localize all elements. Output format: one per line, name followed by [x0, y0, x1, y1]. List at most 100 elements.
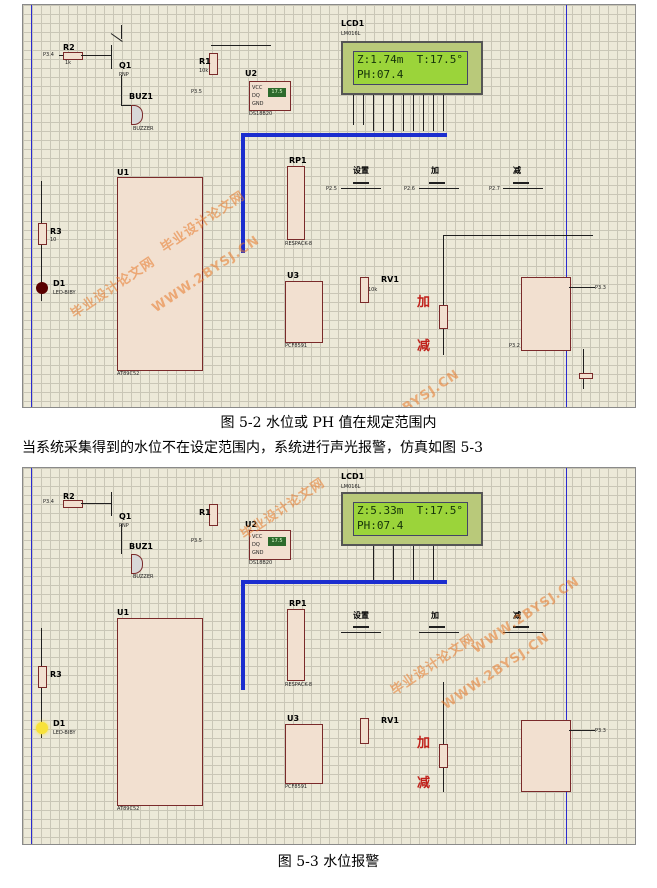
p33-label: P3.3 — [595, 728, 606, 734]
buzzer-label: BUZ1 — [129, 542, 153, 551]
wire — [383, 95, 384, 131]
p25-label: P2.5 — [326, 186, 337, 192]
u3-model: PCF8591 — [285, 784, 308, 790]
lcd-display: Z:5.33m T:17.5° PH:07.4 — [341, 492, 483, 546]
wire — [81, 55, 111, 56]
d1-label: D1 — [53, 719, 66, 728]
wire — [419, 188, 459, 189]
u3-label: U3 — [287, 271, 300, 280]
lcd-model: LM016L — [341, 31, 361, 37]
wire — [503, 632, 543, 633]
button-add-label: 加 — [431, 611, 439, 620]
led-d1-icon — [36, 722, 48, 734]
q1-base — [111, 45, 112, 69]
wire — [413, 95, 414, 131]
wire — [121, 25, 122, 39]
wire — [503, 188, 543, 189]
u1-label: U1 — [117, 608, 130, 617]
wire — [419, 632, 459, 633]
button-sub[interactable] — [513, 182, 529, 184]
u3-pcf8591 — [285, 281, 323, 343]
r2-resistor — [63, 52, 83, 60]
q1-base — [111, 492, 112, 516]
wire — [81, 503, 111, 504]
p34-label: P3.4 — [43, 52, 54, 58]
p27-label: P2.7 — [489, 186, 500, 192]
data-bus — [241, 133, 245, 253]
u3-label: U3 — [287, 714, 300, 723]
button-set[interactable] — [353, 182, 369, 184]
buzzer-model: BUZZER — [133, 574, 154, 580]
wire — [413, 546, 414, 580]
u2-model: DS18B20 — [249, 560, 273, 566]
r2-resistor — [63, 500, 83, 508]
u2-pin: DQ — [252, 93, 260, 99]
wire — [393, 546, 394, 580]
figure-5-2-caption: 图 5-2 水位或 PH 值在规定范围内 — [220, 415, 437, 431]
p26-label: P2.6 — [404, 186, 415, 192]
u2-pin: VCC — [252, 85, 263, 91]
q1-label: Q1 — [119, 61, 132, 70]
lcd-screen: Z:1.74m T:17.5° PH:07.4 — [353, 51, 468, 85]
rv1-potentiometer[interactable] — [360, 277, 369, 303]
wire — [211, 45, 271, 46]
watermark-url: WWW.2BYSJ.CN — [350, 367, 463, 407]
big-sub-label: 减 — [417, 339, 431, 354]
frame-line — [31, 5, 32, 407]
schematic-figure-1: P3.4 R2 1k Q1 PNP BUZ1 BUZZER R1 10k P3.… — [22, 4, 636, 408]
r3-label: R3 — [50, 670, 62, 679]
u2-pin: VCC — [252, 534, 263, 540]
lcd-title: LCD1 — [341, 19, 365, 28]
wire — [443, 235, 593, 236]
r3-resistor — [38, 223, 47, 245]
pot-resistor[interactable] — [439, 744, 448, 768]
p35-label: P3.5 — [191, 538, 202, 544]
u3-pcf8591 — [285, 724, 323, 784]
rv1-label: RV1 — [381, 275, 399, 284]
wire — [341, 188, 381, 189]
wire — [583, 349, 584, 389]
big-add-label: 加 — [417, 295, 431, 310]
frame-line — [566, 468, 567, 844]
wire — [443, 235, 444, 355]
u2-reading: 17.5 — [268, 537, 286, 546]
buzzer-icon — [131, 554, 143, 574]
d1-model: LED-BIBY — [53, 290, 76, 296]
pot-resistor[interactable] — [439, 305, 448, 329]
wire — [403, 95, 404, 131]
wire — [433, 95, 434, 131]
lcd-display: Z:1.74m T:17.5° PH:07.4 — [341, 41, 483, 95]
data-bus — [241, 133, 447, 137]
p35-label: P3.5 — [191, 89, 202, 95]
wire — [121, 524, 122, 554]
button-add[interactable] — [429, 626, 445, 628]
figure-5-3-caption: 图 5-3 水位报警 — [277, 854, 380, 870]
p32-label: P3.2 — [509, 343, 520, 349]
lcd-line-1: Z:5.33m T:17.5° — [357, 504, 463, 517]
wire — [121, 105, 135, 106]
wire — [443, 95, 444, 131]
rv1-value: 10k — [368, 287, 378, 293]
lcd-model: LM016L — [341, 484, 361, 490]
wire — [423, 95, 424, 131]
button-set[interactable] — [353, 626, 369, 628]
ne555-timer — [521, 277, 571, 351]
big-sub-label: 减 — [417, 776, 431, 791]
u1-at89c52 — [117, 618, 203, 806]
button-sub-label: 减 — [513, 611, 521, 620]
button-sub-label: 减 — [513, 166, 521, 175]
big-add-label: 加 — [417, 736, 431, 751]
d1-label: D1 — [53, 279, 66, 288]
lcd-line-2: PH:07.4 — [357, 68, 404, 81]
wire — [121, 75, 122, 105]
r2-value: 1k — [65, 60, 72, 66]
data-bus — [241, 580, 447, 584]
r2-label: R2 — [63, 43, 75, 52]
lcd-line-2: PH:07.4 — [357, 519, 404, 532]
r3-label: R3 — [50, 227, 62, 236]
q1-model: PNP — [119, 72, 129, 78]
rv1-potentiometer[interactable] — [360, 718, 369, 744]
button-add[interactable] — [429, 182, 445, 184]
lcd-screen: Z:5.33m T:17.5° PH:07.4 — [353, 502, 468, 536]
button-sub[interactable] — [513, 626, 529, 628]
